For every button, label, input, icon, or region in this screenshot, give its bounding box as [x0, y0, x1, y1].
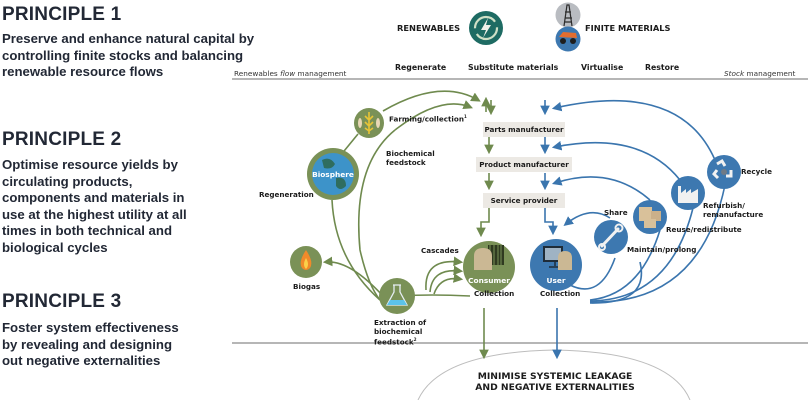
principle-2-title: PRINCIPLE 2	[2, 129, 122, 150]
mgmt-text: management	[295, 69, 347, 78]
mining-truck-icon	[555, 26, 581, 52]
leakage-line: AND NEGATIVE EXTERNALITIES	[475, 382, 635, 393]
principle-1-line: Preserve and enhance natural capital by	[2, 31, 255, 46]
farming-text: Farming/collection	[389, 114, 464, 124]
mgmt-text-italic: flow	[280, 69, 296, 78]
biosphere-label: Biosphere	[312, 170, 354, 179]
user-icon: User	[530, 239, 582, 291]
maintain-label: Maintain/prolong	[627, 245, 697, 254]
principle-2-line: biological cycles	[2, 239, 108, 255]
renewables-flow-management: Renewables flow management	[234, 69, 346, 78]
consumer-collection-label: Collection	[474, 289, 515, 298]
extraction-line: feedstock	[374, 337, 414, 347]
principle-3-line: by revealing and designing	[2, 336, 173, 352]
cascades-label: Cascades	[421, 246, 459, 255]
reuse-label: Reuse/redistribute	[666, 225, 742, 234]
extraction-line: Extraction of	[374, 318, 427, 327]
product-manufacturer-box: Product manufacturer	[476, 157, 572, 172]
principle-2-line: times in both technical and	[2, 223, 172, 238]
user-collection-label: Collection	[540, 289, 581, 298]
principle-1-line: renewable resource flows	[2, 64, 164, 79]
principle-2-text: Optimise resource yields by circulating …	[2, 157, 187, 256]
lightning-cycle-icon	[469, 11, 503, 45]
principle-3-line: out negative externalities	[2, 353, 161, 368]
farming-icon	[354, 108, 384, 138]
footnote-marker: 2	[413, 337, 417, 342]
farming-collection-label: Farming/collection1	[389, 113, 467, 124]
action-regenerate: Regenerate	[395, 63, 447, 72]
biochemical-line: Biochemical	[386, 149, 435, 158]
action-restore: Restore	[645, 63, 680, 72]
principle-1-title: PRINCIPLE 1	[2, 4, 122, 25]
biogas-label: Biogas	[293, 282, 321, 291]
leakage-label: MINIMISE SYSTEMIC LEAKAGE AND NEGATIVE E…	[450, 371, 660, 393]
wrench-icon	[594, 220, 628, 254]
recycle-label: Recycle	[741, 167, 772, 176]
action-virtualise: Virtualise	[581, 63, 624, 72]
stock-management: Stock management	[724, 69, 795, 78]
biosphere-icon: Biosphere	[307, 148, 359, 200]
consumer-icon: Consumer	[463, 241, 515, 293]
leakage-line: MINIMISE SYSTEMIC LEAKAGE	[477, 371, 633, 382]
refurbish-line: Refurbish/	[703, 201, 745, 210]
parts-manufacturer-box: Parts manufacturer	[483, 122, 565, 137]
refurbish-line: remanufacture	[703, 209, 764, 219]
mgmt-text: management	[744, 69, 796, 78]
biochemical-feedstock-label: Biochemical feedstock	[386, 149, 435, 167]
principle-3-text: Foster system effectiveness by revealing…	[2, 320, 179, 370]
consumer-label: Consumer	[468, 276, 510, 285]
extraction-flask-icon	[379, 278, 415, 314]
service-provider-box: Service provider	[483, 193, 565, 208]
extraction-line: biochemical	[374, 326, 423, 336]
regeneration-label: Regeneration	[259, 190, 314, 199]
principle-1-text: Preserve and enhance natural capital by …	[2, 31, 254, 81]
recycle-icon	[707, 155, 741, 189]
share-label: Share	[604, 208, 628, 217]
principle-1-line: controlling finite stocks and balancing	[2, 47, 244, 63]
principle-3-line: Foster system effectiveness	[2, 320, 179, 335]
biochemical-line: feedstock	[386, 157, 426, 167]
action-substitute-materials: Substitute materials	[468, 63, 559, 72]
refurbish-label: Refurbish/ remanufacture	[703, 201, 764, 219]
principle-2-line: Optimise resource yields by	[2, 157, 178, 172]
principle-3-title: PRINCIPLE 3	[2, 291, 122, 312]
factory-icon	[671, 176, 705, 210]
footnote-marker: 1	[463, 114, 467, 119]
principle-2-line: circulating products,	[2, 173, 133, 189]
renewables-label: RENEWABLES	[397, 23, 461, 33]
mgmt-text: Renewables	[234, 69, 281, 78]
biogas-icon	[290, 246, 322, 278]
extraction-label: Extraction of biochemical feedstock2	[374, 318, 427, 347]
biological-flows	[322, 90, 496, 360]
principle-2-line: use at the highest utility at all	[2, 206, 187, 222]
finite-materials-label: FINITE MATERIALS	[585, 23, 671, 33]
principle-2-line: components and materials in	[2, 190, 185, 205]
user-label: User	[546, 276, 565, 285]
boxes-icon	[633, 200, 667, 234]
technical-flows	[540, 99, 726, 360]
mgmt-text-italic: Stock	[724, 69, 745, 78]
oil-rig-icon	[555, 2, 581, 28]
